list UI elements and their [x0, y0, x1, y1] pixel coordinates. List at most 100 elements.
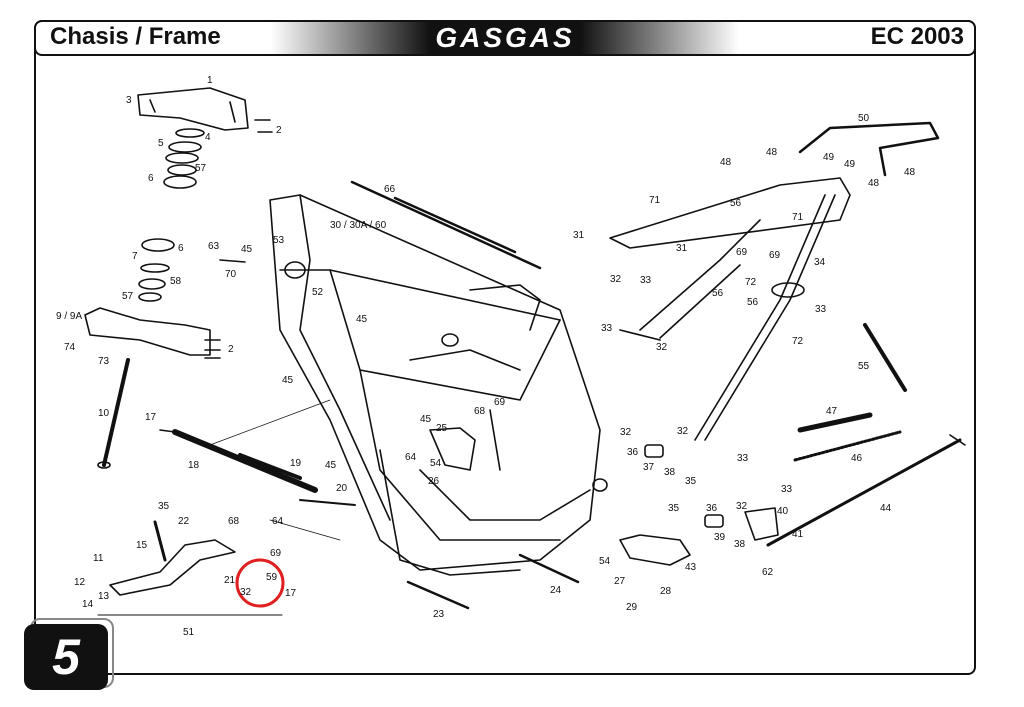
side-stand-drawing	[766, 438, 962, 547]
callout-72: 72	[745, 277, 757, 288]
callout-15: 15	[136, 540, 148, 551]
callout-9-9a: 9 / 9A	[56, 311, 82, 322]
callout-53: 53	[273, 235, 285, 246]
bearing-stack-top	[163, 128, 205, 189]
callout-23: 23	[433, 609, 445, 620]
callout-30: 30 / 30A / 60	[330, 220, 387, 231]
subframe-drawing	[609, 177, 851, 441]
callout-32: 32	[736, 501, 748, 512]
callout-29: 29	[626, 602, 638, 613]
callout-45: 45	[356, 314, 368, 325]
callout-35: 35	[685, 476, 697, 487]
callout-14: 14	[82, 599, 94, 610]
footpeg-drawing	[619, 534, 691, 566]
callout-38: 38	[664, 467, 676, 478]
callout-28: 28	[660, 586, 672, 597]
callout-32: 32	[240, 587, 252, 598]
callout-66: 66	[384, 184, 396, 195]
callout-36: 36	[706, 503, 718, 514]
callout-49: 49	[844, 159, 856, 170]
callout-17: 17	[145, 412, 157, 423]
callout-58: 58	[170, 276, 182, 287]
callout-6: 6	[178, 243, 184, 254]
callout-57: 57	[195, 163, 207, 174]
callout-50: 50	[858, 113, 870, 124]
callout-32: 32	[656, 342, 668, 353]
callout-26: 26	[428, 476, 440, 487]
rod-drawing	[797, 412, 873, 433]
callout-31: 31	[676, 243, 688, 254]
callout-56: 56	[730, 198, 742, 209]
callout-48: 48	[868, 178, 880, 189]
callout-45: 45	[325, 460, 337, 471]
top-clamp-drawing	[137, 87, 249, 131]
callout-48: 48	[904, 167, 916, 178]
page-number: 5	[24, 624, 108, 690]
callout-41: 41	[792, 529, 804, 540]
callout-69: 69	[494, 397, 506, 408]
callout-47: 47	[826, 406, 838, 417]
brand-logo: GASGAS	[435, 22, 575, 53]
callout-48: 48	[720, 157, 732, 168]
callout-21: 21	[224, 575, 236, 586]
callout-33: 33	[601, 323, 613, 334]
callout-13: 13	[98, 591, 110, 602]
callout-54: 54	[430, 458, 442, 469]
callout-45: 45	[282, 375, 294, 386]
callout-25: 25	[436, 423, 448, 434]
callout-22: 22	[178, 516, 190, 527]
footpeg-left-drawing	[429, 427, 476, 471]
callout-71: 71	[792, 212, 804, 223]
callout-37: 37	[643, 462, 655, 473]
callout-68: 68	[474, 406, 486, 417]
callout-12: 12	[74, 577, 86, 588]
callout-11: 11	[93, 553, 104, 564]
callout-3: 3	[126, 95, 132, 106]
callout-59: 59	[266, 572, 278, 583]
callout-52: 52	[312, 287, 324, 298]
callout-7: 7	[132, 251, 138, 262]
grab-handle-drawing	[798, 121, 940, 177]
callout-33: 33	[815, 304, 827, 315]
callout-56: 56	[712, 288, 724, 299]
callout-64: 64	[272, 516, 284, 527]
callout-33: 33	[640, 275, 652, 286]
callout-46: 46	[851, 453, 863, 464]
callout-33: 33	[781, 484, 793, 495]
callout-2: 2	[228, 344, 234, 355]
callout-5: 5	[158, 138, 164, 149]
callout-10: 10	[98, 408, 110, 419]
callout-73: 73	[98, 356, 110, 367]
callout-32: 32	[610, 274, 622, 285]
callout-56: 56	[747, 297, 759, 308]
steering-stem	[102, 358, 130, 467]
main-frame-drawing	[269, 194, 608, 576]
callout-24: 24	[550, 585, 562, 596]
callout-69: 69	[769, 250, 781, 261]
callout-72: 72	[792, 336, 804, 347]
callout-4: 4	[205, 132, 211, 143]
model-title: EC 2003	[870, 23, 964, 50]
callout-44: 44	[880, 503, 892, 514]
spring-drawing	[793, 430, 902, 462]
callout-33: 33	[737, 453, 749, 464]
lower-clamp-drawing	[84, 307, 211, 356]
callout-62: 62	[762, 567, 774, 578]
callout-54: 54	[599, 556, 611, 567]
callout-63: 63	[208, 241, 220, 252]
callout-35: 35	[158, 501, 170, 512]
callout-70: 70	[225, 269, 237, 280]
page-title: Chasis / Frame	[50, 23, 221, 50]
callout-51: 51	[183, 627, 195, 638]
callout-32: 32	[620, 427, 632, 438]
callout-69: 69	[270, 548, 282, 559]
callout-35: 35	[668, 503, 680, 514]
callout-34: 34	[814, 257, 826, 268]
callout-48: 48	[766, 147, 778, 158]
mudguard-bracket	[863, 323, 907, 392]
callout-18: 18	[188, 460, 200, 471]
callout-2: 2	[276, 125, 282, 136]
callout-43: 43	[685, 562, 697, 573]
callout-55: 55	[858, 361, 870, 372]
brake-pedal-drawing	[109, 539, 236, 596]
